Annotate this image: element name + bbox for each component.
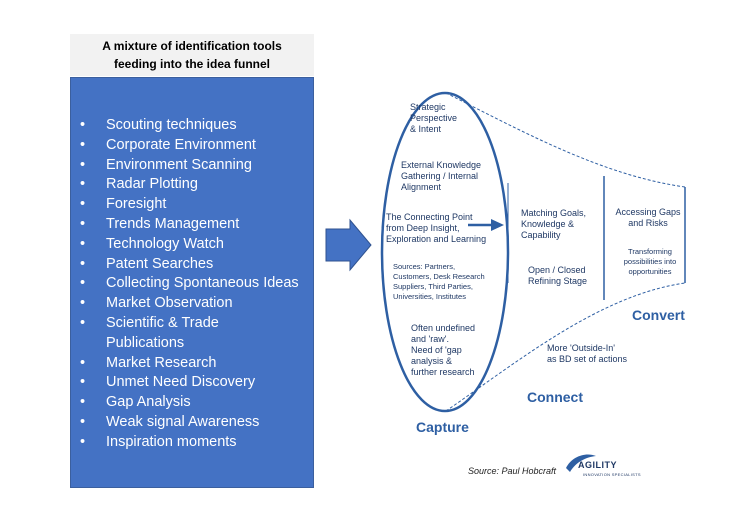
sources-text: Sources: Partners, Customers, Desk Resea… [393, 262, 485, 301]
tools-header-line2: feeding into the idea funnel [114, 57, 270, 71]
matching-goals-text: Matching Goals, Knowledge & Capability [521, 208, 587, 240]
tool-item: Market Observation [71, 294, 313, 314]
connect-label: Connect [527, 389, 583, 405]
tool-item: Market Research [71, 354, 313, 374]
tool-item: Weak signal Awareness [71, 413, 313, 433]
logo-swoosh-icon [566, 454, 596, 472]
tool-item: Foresight [71, 195, 313, 215]
external-knowledge-text: External Knowledge Gathering / Internal … [401, 160, 482, 192]
tool-item: Unmet Need Discovery [71, 373, 313, 393]
tools-header-line1: A mixture of identification tools [102, 39, 282, 53]
feed-arrow-icon [325, 218, 372, 272]
tool-item: Inspiration moments [71, 433, 313, 453]
small-arrow-head [491, 219, 504, 231]
strategic-text: Strategic Perspective & Intent [410, 102, 458, 134]
tool-item: Radar Plotting [71, 175, 313, 195]
tool-item: Scientific & Trade Publications [71, 314, 256, 354]
tools-header: A mixture of identification tools feedin… [70, 34, 314, 76]
undefined-text: Often undefined and 'raw'. Need of 'gap … [411, 323, 476, 377]
funnel-top-edge [445, 92, 686, 188]
tool-item: Scouting techniques [71, 116, 313, 136]
tool-item: Environment Scanning [71, 156, 313, 176]
tool-item: Patent Searches [71, 255, 313, 275]
agility-logo-tagline: INNOVATION SPECIALISTS [583, 472, 641, 477]
capture-label: Capture [416, 419, 469, 435]
tool-item: Gap Analysis [71, 393, 313, 413]
tool-item: Collecting Spontaneous Ideas [71, 274, 313, 294]
outside-in-text: More 'Outside-In' as BD set of actions [547, 343, 628, 364]
connecting-point-text: The Connecting Point from Deep Insight, … [386, 212, 487, 244]
convert-label: Convert [632, 307, 685, 323]
funnel-bottom-edge [445, 282, 686, 412]
gaps-risks-text: Accessing Gaps and Risks [615, 207, 681, 228]
source-credit: Source: Paul Hobcraft [468, 466, 557, 476]
agility-logo: AGILITY [578, 460, 617, 470]
tool-item: Trends Management [71, 215, 313, 235]
tools-list: Scouting techniques Corporate Environmen… [71, 116, 313, 453]
tools-panel: Scouting techniques Corporate Environmen… [70, 77, 314, 488]
transforming-text: Transforming possibilities into opportun… [623, 247, 677, 276]
tool-item: Technology Watch [71, 235, 313, 255]
tool-item: Corporate Environment [71, 136, 313, 156]
open-closed-text: Open / Closed Refining Stage [528, 265, 588, 286]
